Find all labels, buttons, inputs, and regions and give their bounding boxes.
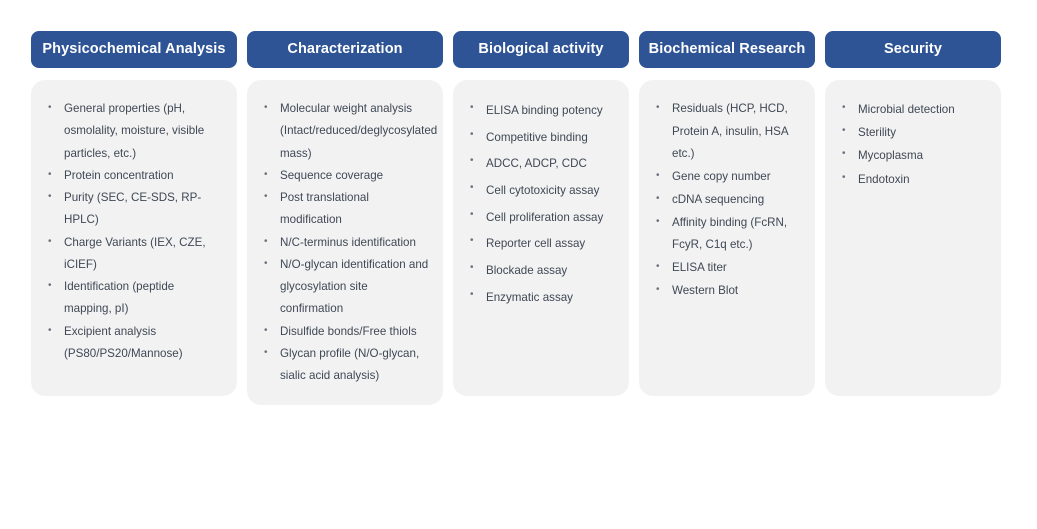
list-item: ADCC, ADCP, CDC [467,151,617,178]
column-header-biochemical-research[interactable]: Biochemical Research [639,31,815,68]
list-item: Sterility [839,121,989,144]
column-body-security: Microbial detection Sterility Mycoplasma… [825,80,1001,396]
category-column-physicochemical-analysis: Physicochemical Analysis General propert… [31,31,237,396]
bullet-list-characterization: Molecular weight analysis (Intact/reduce… [261,98,437,388]
list-item: ELISA binding potency [467,98,617,125]
list-item: Competitive binding [467,125,617,152]
list-item: Microbial detection [839,98,989,121]
column-body-biochemical-research: Residuals (HCP, HCD, Protein A, insulin,… [639,80,815,396]
column-body-biological-activity: ELISA binding potency Competitive bindin… [453,80,629,396]
list-item: Molecular weight analysis (Intact/reduce… [261,98,437,165]
category-columns: Physicochemical Analysis General propert… [31,31,1006,406]
category-column-biological-activity: Biological activity ELISA binding potenc… [453,31,629,396]
category-column-biochemical-research: Biochemical Research Residuals (HCP, HCD… [639,31,815,396]
column-header-characterization[interactable]: Characterization [247,31,443,68]
list-item: cDNA sequencing [653,189,803,212]
list-item: N/O-glycan identification and glycosylat… [261,254,431,321]
list-item: Cell proliferation assay [467,205,617,232]
column-body-characterization: Molecular weight analysis (Intact/reduce… [247,80,443,406]
list-item: Charge Variants (IEX, CZE, iCIEF) [45,232,225,277]
list-item: Glycan profile (N/O-glycan, sialic acid … [261,343,431,388]
category-column-characterization: Characterization Molecular weight analys… [247,31,443,406]
list-item: Identification (peptide mapping, pI) [45,276,225,321]
column-header-security[interactable]: Security [825,31,1001,68]
list-item: Residuals (HCP, HCD, Protein A, insulin,… [653,98,803,166]
column-header-physicochemical-analysis[interactable]: Physicochemical Analysis [31,31,237,68]
bullet-list-physicochemical-analysis: General properties (pH, osmolality, mois… [45,98,225,365]
list-item: Protein concentration [45,165,225,187]
list-item: Post translational modification [261,187,431,232]
bullet-list-biological-activity: ELISA binding potency Competitive bindin… [467,98,617,311]
list-item: Western Blot [653,280,803,303]
column-body-physicochemical-analysis: General properties (pH, osmolality, mois… [31,80,237,396]
list-item: Endotoxin [839,168,989,191]
list-item: ELISA titer [653,257,803,280]
list-item: Excipient analysis (PS80/PS20/Mannose) [45,321,225,366]
column-header-biological-activity[interactable]: Biological activity [453,31,629,68]
category-column-security: Security Microbial detection Sterility M… [825,31,1001,396]
list-item: Reporter cell assay [467,231,617,258]
list-item: Enzymatic assay [467,285,617,312]
list-item: N/C-terminus identification [261,232,431,254]
list-item: Cell cytotoxicity assay [467,178,617,205]
list-item: Mycoplasma [839,144,989,167]
list-item: Disulfide bonds/Free thiols [261,321,431,343]
bullet-list-biochemical-research: Residuals (HCP, HCD, Protein A, insulin,… [653,98,803,302]
bullet-list-security: Microbial detection Sterility Mycoplasma… [839,98,989,191]
list-item: Gene copy number [653,166,803,189]
list-item: Purity (SEC, CE-SDS, RP-HPLC) [45,187,225,232]
list-item: Blockade assay [467,258,617,285]
list-item: General properties (pH, osmolality, mois… [45,98,225,165]
list-item: Sequence coverage [261,165,431,187]
list-item: Affinity binding (FcRN, FcyR, C1q etc.) [653,212,803,257]
